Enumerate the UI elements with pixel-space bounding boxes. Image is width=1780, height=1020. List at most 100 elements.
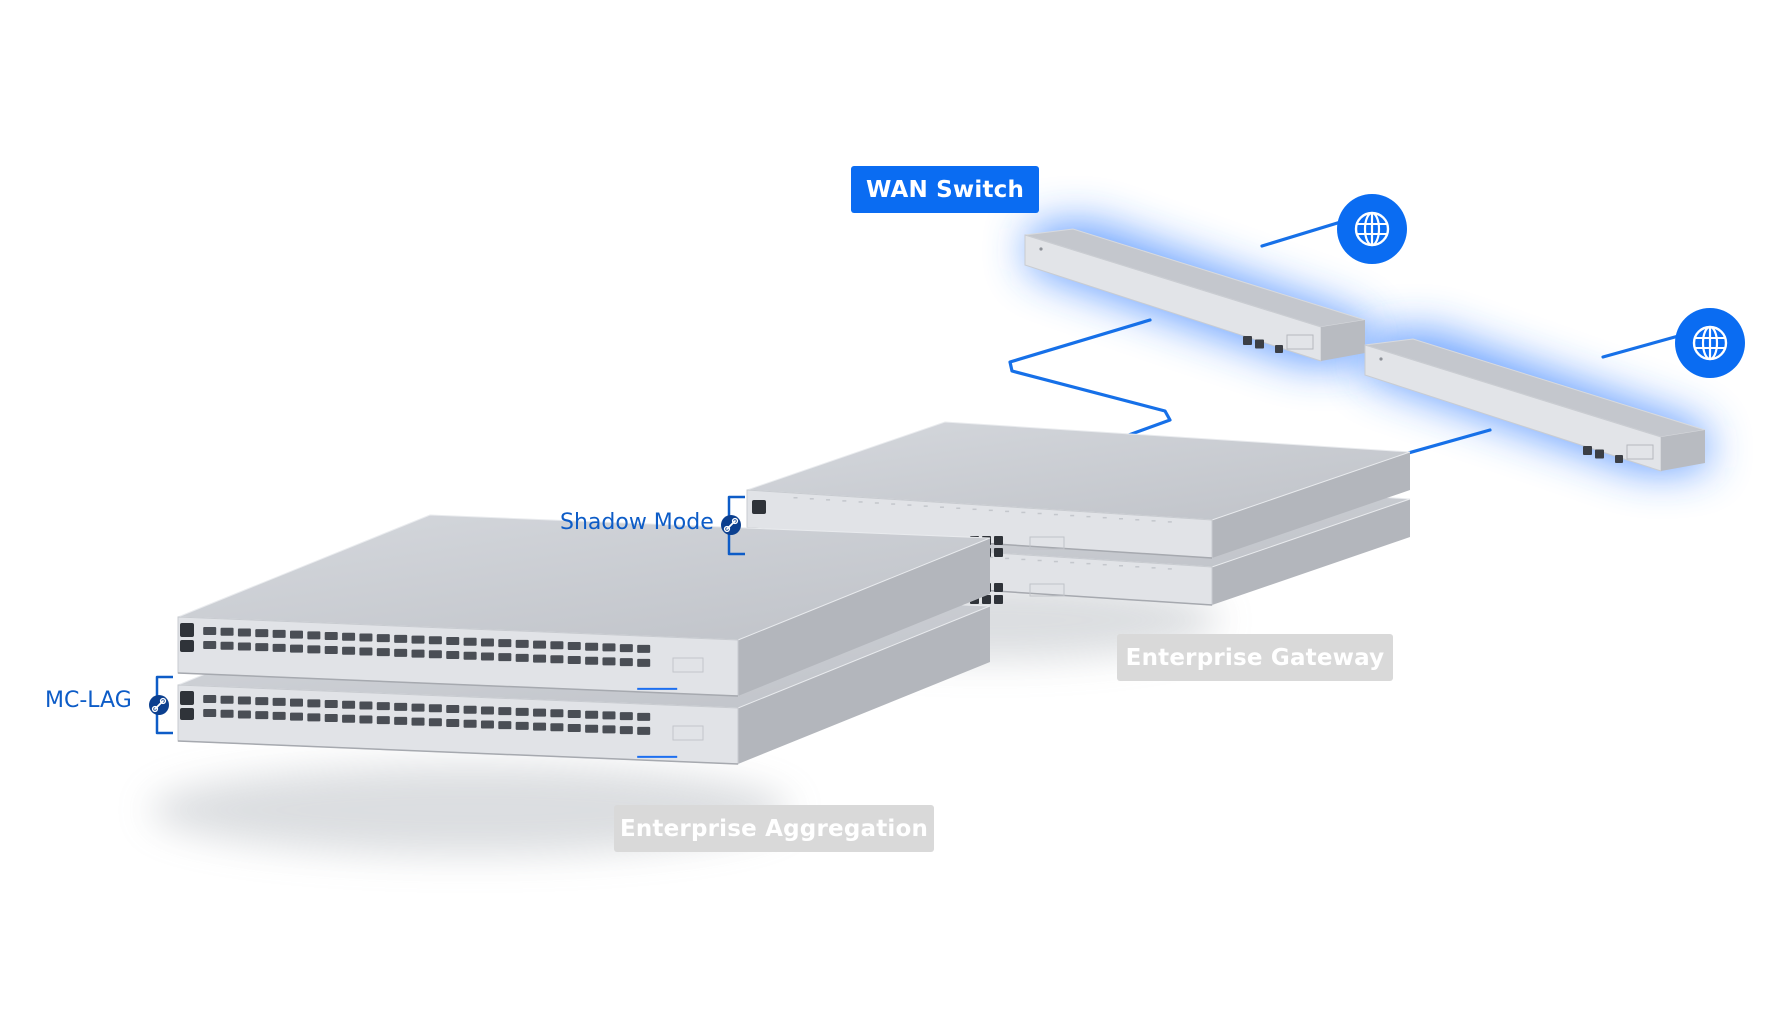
port [994, 595, 1003, 604]
sfp-port [203, 627, 217, 636]
port [994, 536, 1003, 545]
port [180, 708, 194, 720]
sfp-port [307, 713, 321, 722]
vent [1053, 560, 1058, 563]
sfp-port [428, 636, 442, 645]
sfp-port [290, 644, 303, 653]
wan-switch-1 [1024, 228, 1366, 362]
vent [1151, 520, 1156, 522]
sfp-port [533, 654, 547, 663]
sfp-port [498, 653, 512, 662]
sfp-port [394, 648, 408, 657]
sfp-port [394, 634, 408, 643]
sfp-port [272, 643, 286, 652]
sfp-port [446, 719, 460, 728]
vent [1086, 515, 1091, 518]
label-plate [1029, 583, 1065, 597]
sfp-port [307, 645, 321, 654]
sfp-port [376, 702, 390, 711]
device-side-face [738, 538, 990, 696]
link-icon-node [723, 525, 731, 533]
sfp-port [463, 705, 477, 714]
vent [1005, 557, 1010, 560]
vent [793, 497, 798, 499]
sfp-port [637, 658, 651, 667]
sfp-port [602, 725, 616, 734]
sfp-port [515, 707, 529, 716]
enterprise-aggregation-label: Enterprise Aggregation [614, 805, 934, 852]
enterprise-aggregation-unit-1 [177, 514, 991, 697]
vent [1021, 511, 1026, 514]
sfp-port [324, 714, 338, 723]
sfp-port [272, 711, 286, 720]
vent [1167, 568, 1172, 570]
sfp-port [498, 721, 512, 730]
sfp-port [411, 717, 425, 726]
sfp-port [585, 642, 599, 651]
sfp-port [602, 711, 616, 720]
device-side-face [1212, 452, 1410, 558]
vent [874, 502, 879, 504]
sfp-port [324, 632, 338, 641]
sfp-port [602, 657, 616, 666]
sfp-port [290, 698, 303, 707]
globe-icon [1337, 194, 1407, 264]
sfp-port [220, 641, 234, 650]
label-plate [1286, 334, 1314, 350]
port [994, 548, 1003, 557]
sfp-port [550, 655, 564, 664]
sfp-port [446, 705, 460, 714]
sfp-port [480, 652, 494, 661]
vent [1102, 516, 1107, 519]
link-icon [149, 695, 169, 715]
sfp-port [637, 644, 651, 653]
vent [972, 508, 977, 511]
sfp-port [203, 695, 217, 704]
sfp-port [480, 720, 494, 729]
sfp-port [619, 712, 633, 721]
port [1243, 336, 1252, 345]
sfp-port [637, 726, 651, 735]
sfp-port [237, 642, 251, 651]
connection-line [1008, 318, 1172, 462]
accent-strip [637, 755, 678, 758]
device-side-face [1661, 430, 1705, 471]
sfp-port [619, 726, 633, 735]
sfp-port [290, 630, 303, 639]
sfp-port [203, 641, 217, 650]
port [180, 691, 194, 705]
sfp-port [342, 700, 356, 709]
pairing-brackets [149, 495, 745, 735]
vent [842, 500, 847, 502]
label-plate [672, 657, 704, 673]
vent [1135, 519, 1140, 521]
sfp-port [394, 702, 408, 711]
accent-strip [637, 687, 678, 690]
vent [1037, 559, 1042, 562]
sfp-port [515, 639, 529, 648]
sfp-port [237, 710, 251, 719]
sfp-port [342, 714, 356, 723]
sfp-port [567, 710, 581, 719]
sfp-port [220, 695, 234, 704]
sfp-port [619, 644, 633, 653]
sfp-port [533, 708, 547, 717]
link-icon-node [151, 705, 159, 713]
vent [956, 507, 961, 509]
sfp-port [359, 715, 373, 724]
vent [1119, 565, 1123, 567]
sfp-port [533, 640, 547, 649]
vent [1005, 510, 1010, 513]
vent [858, 501, 863, 503]
port [1255, 339, 1264, 349]
sfp-port [376, 648, 390, 657]
vent [809, 498, 814, 500]
sfp-port [307, 699, 321, 708]
sfp-port [359, 633, 373, 642]
sfp-port [272, 697, 286, 706]
wan-switch-2 [1364, 338, 1706, 472]
port [180, 623, 194, 637]
sfp-port [585, 724, 599, 733]
